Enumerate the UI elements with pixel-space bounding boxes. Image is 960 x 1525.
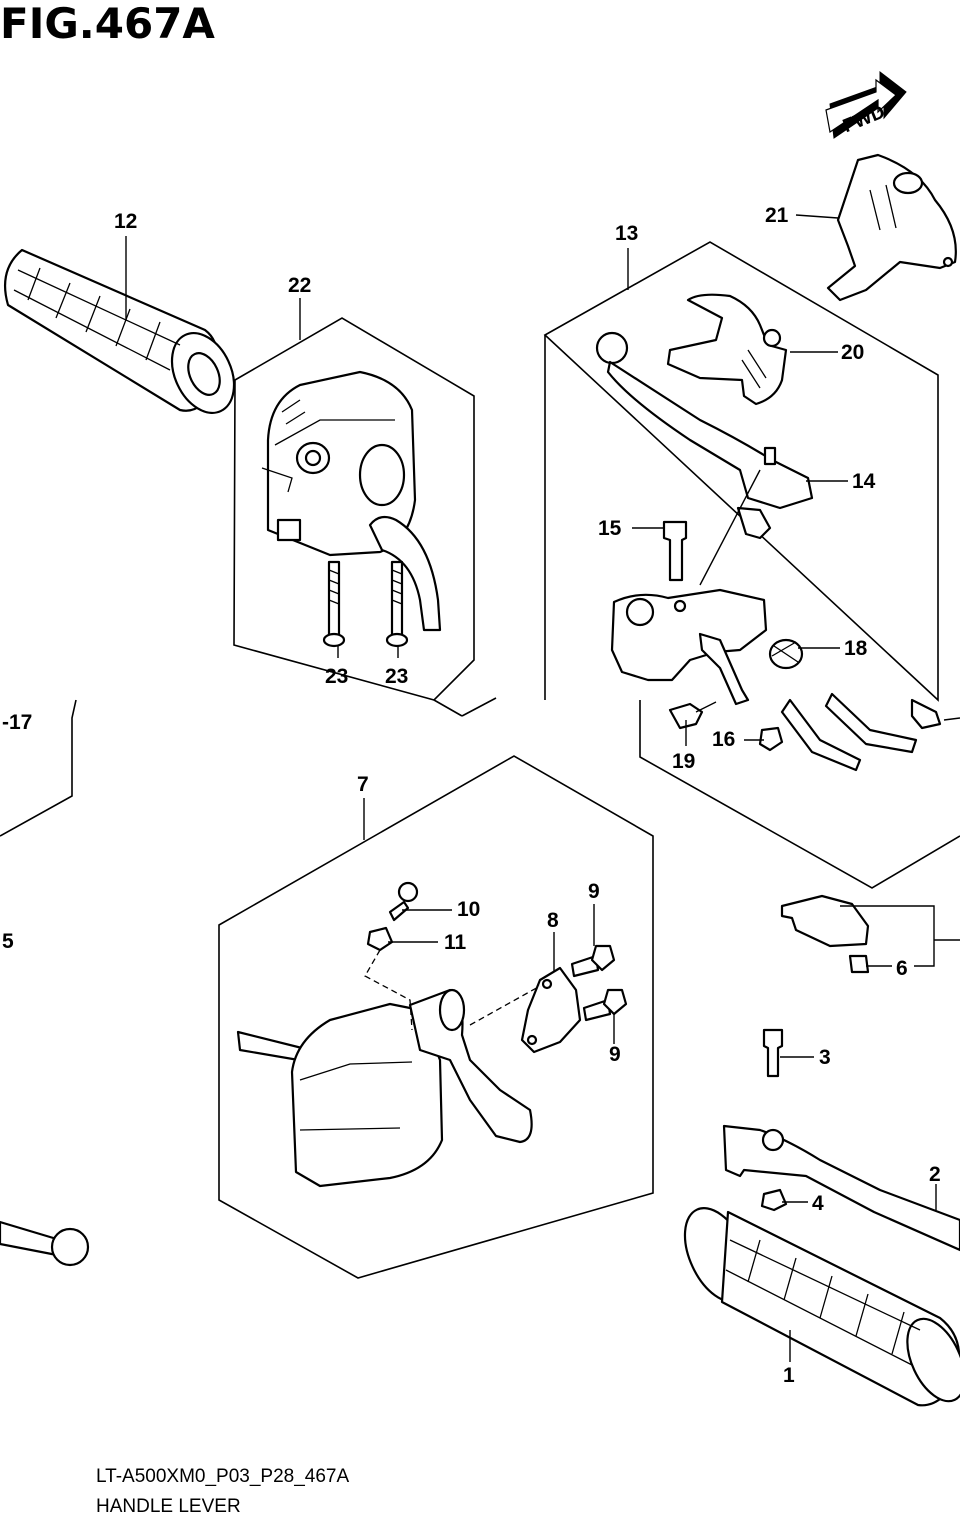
callout-23b: 23 [385,665,408,688]
callout-3: 3 [819,1046,831,1069]
callout-11: 11 [444,931,467,954]
callout-9b: 9 [609,1043,621,1066]
group-outline-7 [218,755,654,1279]
cap-18 [768,638,804,670]
pin-3 [762,1028,784,1078]
leader-lines [125,214,960,1362]
group-outline-17 [0,699,77,837]
switch-housing-22 [261,370,442,632]
switch-6 [780,894,870,974]
callout-7: 7 [357,773,369,796]
bracket-8 [520,966,582,1054]
callout-9a: 9 [588,880,600,903]
callout-5: 5 [2,930,14,953]
callout-1: 1 [783,1364,795,1387]
master-cylinder [610,588,768,706]
callout-19: 19 [672,750,695,773]
callout-13: 13 [615,222,638,245]
brake-lever-14 [595,331,814,540]
callout-21: 21 [765,204,789,227]
screw-23b [385,560,409,648]
callout-17: -17 [2,711,32,734]
screw-10 [388,881,419,922]
bolt-9b [582,988,628,1022]
group-outline-22 [233,317,475,701]
callout-23a: 23 [325,665,348,688]
callout-16: 16 [712,728,735,751]
switch-housing-7 [236,988,533,1188]
callout-22: 22 [288,274,311,297]
callout-14: 14 [852,470,876,493]
nut-16 [758,726,784,752]
callout-10: 10 [457,898,480,921]
screw-23a [322,560,346,648]
callout-labels: 12 22 13 21 20 14 15 18 16 19 23 23 -17 … [2,204,941,1387]
group-outline-13 [543,241,939,702]
model-code: LT-A500XM0_P03_P28_467A [96,1466,350,1487]
grip-12 [4,248,236,414]
bolt-9a [570,944,616,978]
screw-19 [668,701,717,730]
callout-20: 20 [841,341,864,364]
nut-11 [366,926,394,952]
callout-6: 6 [896,957,908,980]
bracket-20 [666,293,788,406]
callout-18: 18 [844,637,868,660]
callout-15: 15 [598,517,622,540]
nut-4 [760,1188,788,1212]
callout-8: 8 [547,909,559,932]
callout-12: 12 [114,210,137,233]
callout-4: 4 [812,1192,824,1215]
cover-21 [826,153,957,302]
section-name: HANDLE LEVER [96,1496,241,1517]
callout-2: 2 [929,1163,941,1186]
grip-1 [683,1207,960,1407]
figure-title: FIG.467A [0,0,215,48]
pin-15 [662,520,688,582]
fwd-arrow-icon: FWD [825,70,907,139]
lever-2 [722,1124,960,1252]
